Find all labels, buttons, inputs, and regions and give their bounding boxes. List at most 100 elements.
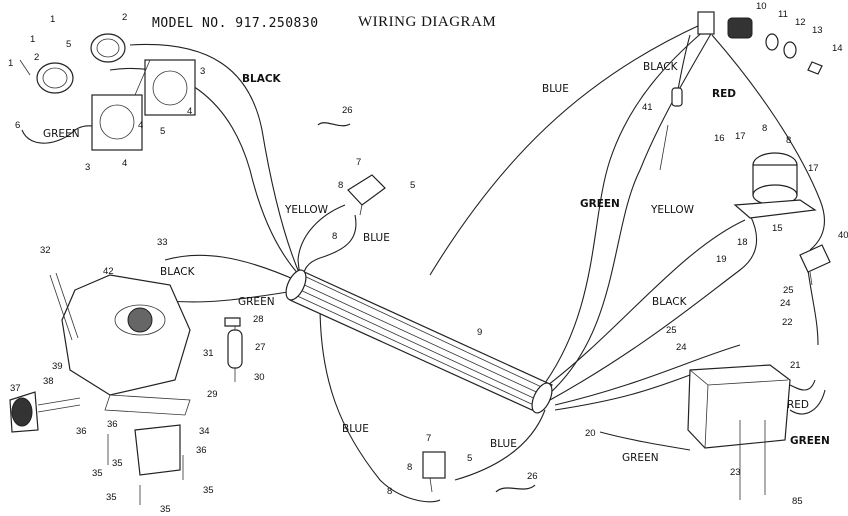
wires (21, 24, 826, 503)
right-connector-wire (807, 269, 819, 346)
callout: 2 (122, 12, 127, 23)
callout: 5 (467, 453, 472, 464)
relay-40 (799, 244, 831, 286)
callout: 41 (642, 102, 653, 113)
blue-wire-bottom-mid (454, 409, 546, 481)
blower-vent (127, 307, 153, 333)
callout: 3 (200, 66, 205, 77)
callout: 40 (838, 230, 848, 241)
callout: 36 (76, 426, 87, 437)
callout: 35 (112, 458, 123, 469)
headlight-housing-2 (91, 94, 143, 151)
blue-wire-switch (303, 214, 357, 281)
green-wire-battery-right (789, 389, 826, 415)
label-yellow-right: YELLOW (650, 204, 695, 216)
callout: 5 (160, 126, 165, 137)
callout: 42 (103, 266, 114, 277)
callout: 8 (762, 123, 767, 134)
blue-wire-bottom-left (319, 304, 441, 503)
red-wire-battery (789, 379, 816, 391)
connector-41 (659, 87, 683, 171)
callout: 8 (338, 180, 343, 191)
callout: 1 (50, 14, 55, 25)
callout: 39 (52, 361, 63, 372)
callout: 25 (666, 325, 677, 336)
callout: 20 (585, 428, 596, 439)
switch-7-bottom (422, 451, 446, 493)
fuse-holder-27 (224, 317, 243, 382)
callout: 27 (255, 342, 266, 353)
label-black-ignition: BLACK (643, 61, 679, 73)
callout: 17 (735, 131, 746, 142)
callout: 38 (43, 376, 54, 387)
clip-26-bottom (495, 484, 536, 493)
battery-cable-20 (554, 374, 691, 411)
callout: 5 (410, 180, 415, 191)
callout: 10 (756, 1, 767, 12)
callout: 30 (254, 372, 265, 383)
callout: 35 (160, 504, 171, 515)
callout: 31 (203, 348, 214, 359)
callout: 14 (832, 43, 843, 54)
callout: 29 (207, 389, 218, 400)
callout: 37 (10, 383, 21, 394)
callout: 21 (790, 360, 801, 371)
callout: 23 (730, 467, 741, 478)
callout: 1 (30, 34, 35, 45)
callout: 19 (716, 254, 727, 265)
yellow-wire-switch (297, 204, 346, 279)
callout: 34 (199, 426, 210, 437)
callout: 11 (778, 9, 788, 20)
headlight-lens-1 (90, 33, 126, 63)
callout: 15 (772, 223, 783, 234)
callout: 24 (780, 298, 791, 309)
callout: 35 (106, 492, 117, 503)
black-wire-right (549, 214, 758, 401)
battery-lead (554, 344, 741, 406)
callout: 12 (795, 17, 806, 28)
callout: 8 (407, 462, 412, 473)
solenoid-15 (733, 152, 817, 219)
label-blue-top: BLUE (542, 83, 569, 95)
callout: 26 (527, 471, 538, 482)
callout: 16 (714, 133, 725, 144)
clip-26-top (317, 122, 351, 127)
callout: 36 (196, 445, 207, 456)
callout: 24 (676, 342, 687, 353)
callout: 25 (783, 285, 794, 296)
callout: 26 (342, 105, 353, 116)
wiring-harness-9 (285, 269, 553, 414)
label-black-right: BLACK (652, 296, 688, 308)
label-red-battery: RED (787, 399, 809, 411)
callout: 4 (122, 158, 127, 169)
label-yellow-mid: YELLOW (284, 204, 329, 216)
label-red-top-right: RED (712, 88, 736, 100)
callout: 18 (737, 237, 748, 248)
callout: 3 (85, 162, 90, 173)
wire-labels: BLACK GREEN YELLOW BLUE BLACK GREEN BLUE… (43, 61, 830, 464)
label-green-left: GREEN (43, 128, 80, 140)
callout: 32 (40, 245, 51, 256)
diagram-title: WIRING DIAGRAM (358, 14, 496, 30)
engine-blower-42 (49, 272, 191, 416)
black-wire-engine (164, 254, 301, 283)
red-wire-top (711, 34, 825, 251)
callout: 4 (138, 120, 143, 131)
green-wire-battery (599, 431, 691, 451)
callout: 35 (203, 485, 214, 496)
starter-37 (9, 391, 81, 433)
green-wire-center-2 (547, 31, 713, 396)
label-green-center: GREEN (580, 198, 620, 210)
blue-wire-top (429, 24, 701, 276)
callout: 9 (477, 327, 482, 338)
callout: 17 (808, 163, 819, 174)
callout: 1 (8, 58, 13, 69)
callout: 5 (66, 39, 71, 50)
ignition-switch-10 (697, 11, 823, 75)
label-blue-mid: BLUE (363, 232, 390, 244)
callout: 8 (332, 231, 337, 242)
headlight-lens-2 (36, 62, 74, 94)
callout: 6 (15, 120, 20, 131)
